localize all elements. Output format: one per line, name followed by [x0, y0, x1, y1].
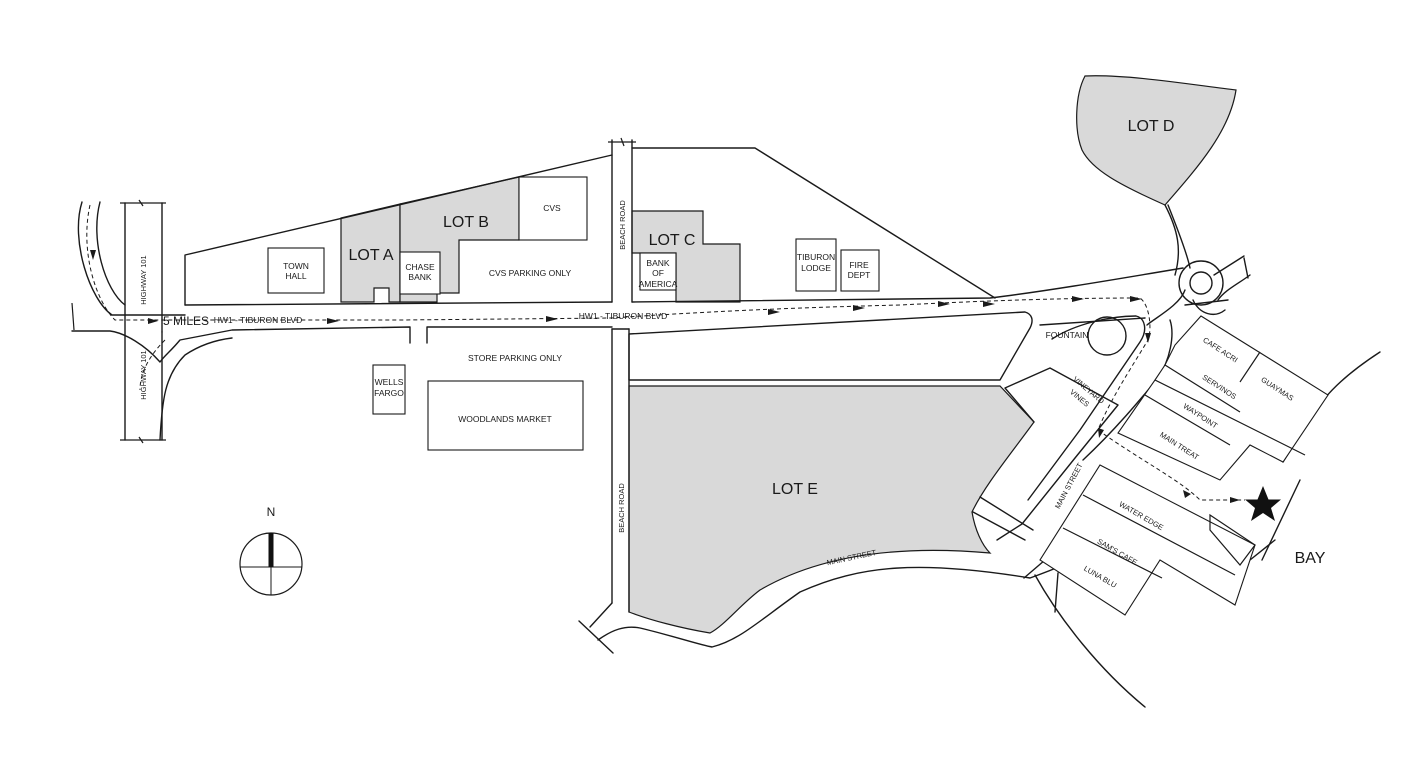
fire-dept-label-2: DEPT [848, 270, 871, 280]
hw1-label-east: HW1 - TIBURON BLVD [579, 311, 667, 321]
arrow-right-icon [1230, 497, 1240, 503]
wells-fargo-label-2: FARGO [374, 388, 404, 398]
lot-e-area[interactable] [628, 385, 1035, 634]
fire-dept-building[interactable] [840, 249, 880, 292]
arrow-right-icon [1130, 296, 1142, 302]
boa-label-2: OF [652, 268, 664, 278]
lot-c-label: LOT C [649, 232, 696, 249]
arrow-right-icon [853, 305, 865, 311]
store-parking-label: STORE PARKING ONLY [468, 353, 562, 363]
hw1-label-west: HW1 - TIBURON BLVD [214, 315, 302, 325]
cvs-label: CVS [543, 203, 561, 213]
road-outlines [71, 137, 1381, 708]
town-hall-label-1: TOWN [283, 261, 309, 271]
cvs-building[interactable] [518, 176, 588, 241]
town-hall-label-2: HALL [285, 271, 307, 281]
arrow-right-icon [148, 318, 158, 324]
lot-d-label: LOT D [1128, 118, 1175, 135]
chase-bank-building[interactable] [399, 251, 441, 295]
cvs-parking-label: CVS PARKING ONLY [489, 268, 572, 278]
arrow-right-icon [1183, 490, 1191, 498]
lot-e-label: LOT E [772, 481, 818, 498]
lot-d-area[interactable] [1076, 75, 1237, 206]
shops-north-block[interactable] [1117, 315, 1329, 481]
wells-fargo-building[interactable] [372, 364, 406, 415]
bay-label: BAY [1295, 550, 1326, 567]
north-label: N [267, 505, 276, 519]
boa-label-1: BANK [646, 258, 669, 268]
tiburon-lodge-building[interactable] [795, 238, 837, 292]
chase-bank-label-1: CHASE [405, 262, 435, 272]
highway-101-label-north: HIGHWAY 101 [139, 255, 148, 304]
fire-dept-label-1: FIRE [849, 260, 869, 270]
compass-rose-icon [239, 532, 303, 596]
woodlands-market-label: WOODLANDS MARKET [458, 414, 552, 424]
town-hall-building[interactable] [267, 247, 325, 294]
driving-route [86, 204, 1245, 503]
arrow-right-icon [768, 309, 780, 315]
arrow-right-icon [327, 318, 339, 324]
boa-building[interactable] [639, 252, 677, 291]
parking-lots [340, 75, 1237, 634]
beach-road-label-south: BEACH ROAD [617, 483, 626, 533]
fountain-label: FOUNTAIN [1046, 330, 1089, 340]
star-icon[interactable] [1245, 486, 1281, 521]
lot-a-label: LOT A [348, 247, 393, 264]
arrow-right-icon [1072, 296, 1084, 302]
route-arrows [90, 250, 1240, 503]
beach-road-label-north: BEACH ROAD [618, 200, 627, 250]
arrow-down-icon [1098, 428, 1104, 438]
arrow-down-icon [1145, 333, 1151, 343]
wells-fargo-label-1: WELLS [375, 377, 404, 387]
tiburon-lodge-label-1: TIBURON [797, 252, 835, 262]
boa-label-3: AMERICA [639, 279, 678, 289]
chase-bank-label-2: BANK [408, 272, 431, 282]
lot-b-label: LOT B [443, 214, 489, 231]
arrow-right-icon [546, 316, 558, 322]
arrow-right-icon [983, 301, 995, 307]
arrow-right-icon [938, 301, 950, 307]
tiburon-lodge-label-2: LODGE [801, 263, 831, 273]
five-miles-label: 5 MILES [163, 314, 209, 328]
highway-101-label-south: HIGHWAY 101 [139, 350, 148, 399]
buildings [267, 176, 1329, 616]
woodlands-market-building[interactable] [427, 380, 584, 451]
arrow-down-icon [90, 250, 96, 260]
